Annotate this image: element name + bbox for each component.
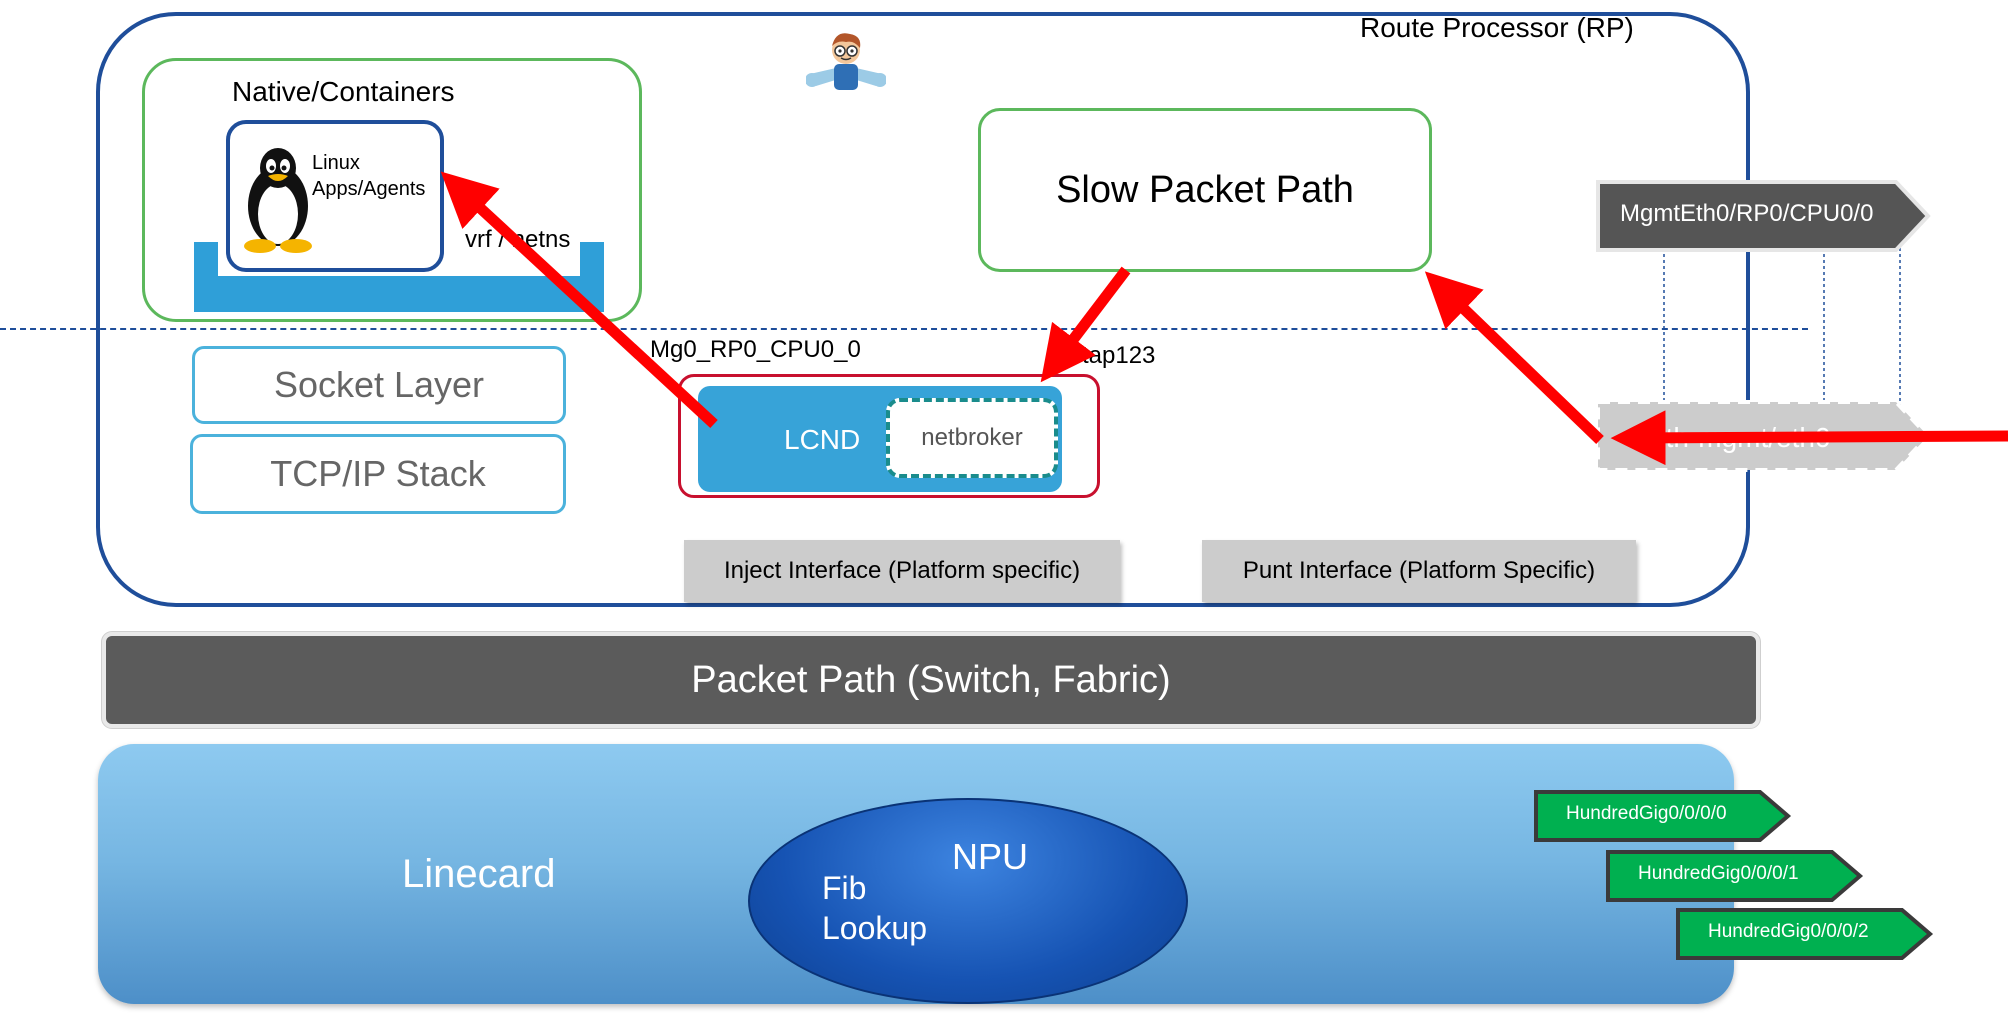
hundredgig-port-2-shape — [1676, 908, 1934, 960]
socket-layer-box: Socket Layer — [192, 346, 566, 424]
punt-interface-box: Punt Interface (Platform Specific) — [1202, 540, 1636, 602]
native-containers-label: Native/Containers — [232, 76, 455, 107]
punt-to-slow-path-arrow — [1424, 271, 1604, 444]
hundredgig-port-0-label: HundredGig0/0/0/0 — [1566, 803, 1727, 824]
external-ingress-arrow — [1610, 410, 2008, 466]
fib-label-line2: Lookup — [822, 910, 927, 946]
mgmt-port-shape — [1596, 180, 1931, 252]
linux-label-line2: Apps/Agents — [312, 178, 426, 200]
mgmt-port-label: MgmtEth0/RP0/CPU0/0 — [1620, 200, 1874, 227]
npu-label: NPU — [952, 836, 1029, 877]
npu-ellipse — [748, 798, 1188, 1004]
lcnd-to-linux-arrow — [440, 171, 718, 429]
mgmt-dotted-connectors — [1663, 248, 1901, 440]
linux-penguin-icon — [244, 148, 312, 253]
mechanic-mascot-icon — [806, 33, 886, 90]
hundredgig-port-0-shape — [1534, 790, 1792, 842]
route-processor-box — [96, 12, 1750, 607]
slow-packet-path-box: Slow Packet Path — [978, 108, 1432, 272]
fib-label-line1: Fib — [822, 870, 867, 906]
fib-lookup-label: Fib Lookup — [822, 868, 927, 948]
dashed-divider-line — [0, 328, 1808, 330]
native-containers-box — [142, 58, 642, 322]
hundredgig-port-2-label: HundredGig0/0/0/2 — [1708, 921, 1869, 942]
linux-apps-label: Linux Apps/Agents — [312, 150, 425, 202]
linux-label-line1: Linux — [312, 152, 360, 174]
packet-path-bar: Packet Path (Switch, Fabric) — [102, 632, 1760, 728]
tcpip-stack-box: TCP/IP Stack — [190, 434, 566, 514]
netbroker-box: netbroker — [886, 398, 1058, 478]
slow-path-to-lcnd-arrow — [1040, 266, 1131, 383]
vrf-netns-tray — [194, 242, 604, 312]
mg0-interface-label: Mg0_RP0_CPU0_0 — [650, 336, 861, 363]
lcnd-outer-box — [678, 374, 1100, 498]
hundredgig-port-1-label: HundredGig0/0/0/1 — [1638, 863, 1799, 884]
route-processor-label: Route Processor (RP) — [1360, 12, 1634, 43]
inject-interface-box: Inject Interface (Platform specific) — [684, 540, 1120, 602]
linecard-label: Linecard — [402, 852, 556, 896]
hundredgig-port-1-shape — [1606, 850, 1864, 902]
lcnd-label: LCND — [784, 424, 861, 455]
